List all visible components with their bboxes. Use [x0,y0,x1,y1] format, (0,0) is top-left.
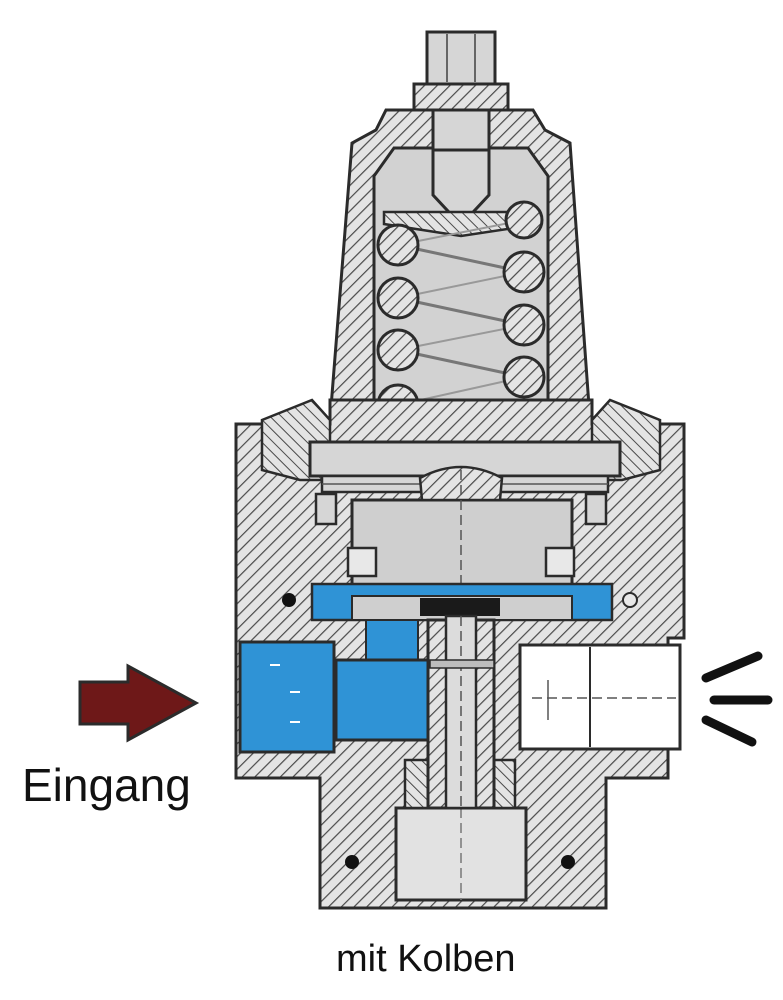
inlet-label: Eingang [22,759,191,811]
valve-stem [426,614,496,810]
outflow-arrows-icon [701,651,773,747]
arrow-right-icon [78,663,200,743]
water-chamber [238,582,614,754]
outlet-chamber [518,643,682,751]
diagram-caption: mit Kolben [336,938,516,980]
